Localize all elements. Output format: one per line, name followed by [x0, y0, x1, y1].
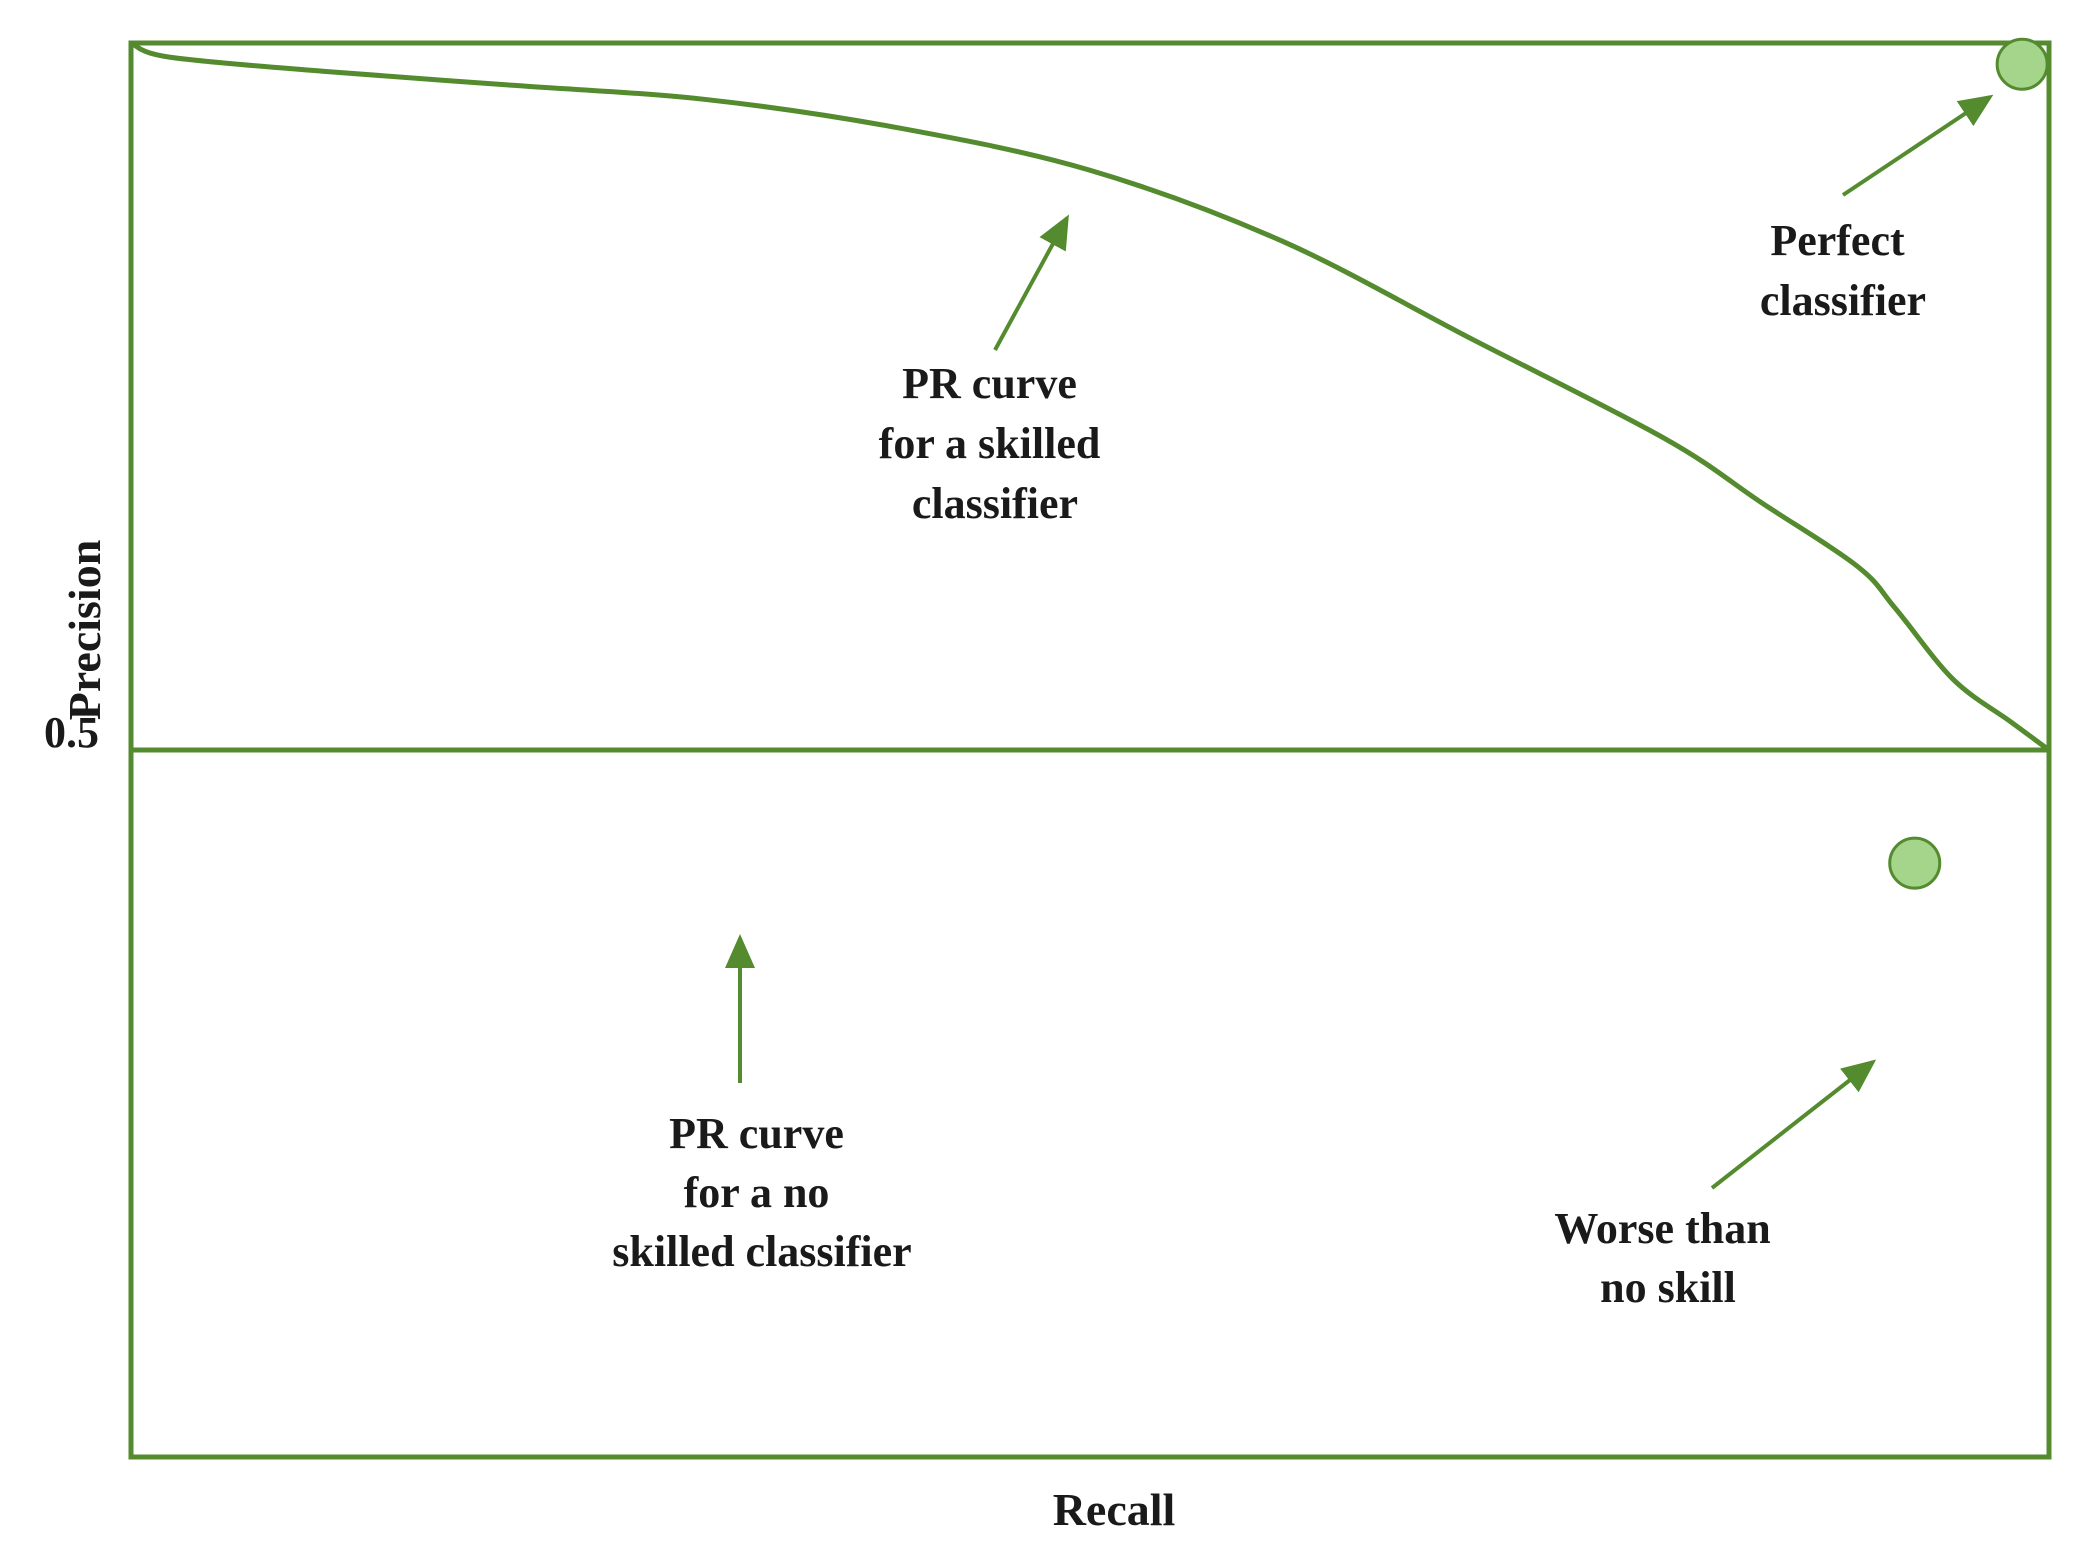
perfect-classifier-arrow	[1841, 94, 1994, 197]
worse-than-no-skill-label: Worse than no skill	[1554, 1204, 1781, 1312]
no-skill-curve-label-line: for a no	[684, 1168, 830, 1217]
skilled-curve-label-line: PR curve	[902, 359, 1077, 408]
no-skill-curve-label: PR curve for a no skilled classifier	[612, 1109, 911, 1276]
perfect-classifier-label: Perfect classifier	[1760, 216, 1926, 325]
no-skill-curve-label-line: skilled classifier	[612, 1227, 911, 1276]
no-skill-curve-label-line: PR curve	[669, 1109, 844, 1158]
skilled-curve-label-line: classifier	[912, 479, 1078, 528]
skilled-classifier-curve	[129, 40, 2051, 753]
y-tick-layer: 0.5	[44, 708, 99, 757]
y-tick-label: 0.5	[44, 708, 99, 757]
x-axis-label: Recall	[1053, 1484, 1176, 1535]
points-layer	[1888, 37, 2049, 890]
worse-than-no-skill-label-line: no skill	[1600, 1263, 1736, 1312]
y-axis-label: Precision	[59, 540, 110, 721]
worse-than-no-skill-point	[1888, 836, 1942, 890]
skilled-curve-label-line: for a skilled	[879, 419, 1101, 468]
perfect-classifier-label-line: Perfect	[1770, 216, 1905, 265]
worse-than-no-skill-arrow	[1710, 1059, 1877, 1190]
skilled-curve-label: PR curve for a skilled classifier	[879, 359, 1112, 528]
skilled-curve-arrow	[993, 214, 1069, 351]
perfect-classifier-point	[1995, 37, 2049, 91]
perfect-classifier-label-line: classifier	[1760, 276, 1926, 325]
worse-than-no-skill-label-line: Worse than	[1554, 1204, 1770, 1253]
series-layer	[129, 40, 2051, 753]
